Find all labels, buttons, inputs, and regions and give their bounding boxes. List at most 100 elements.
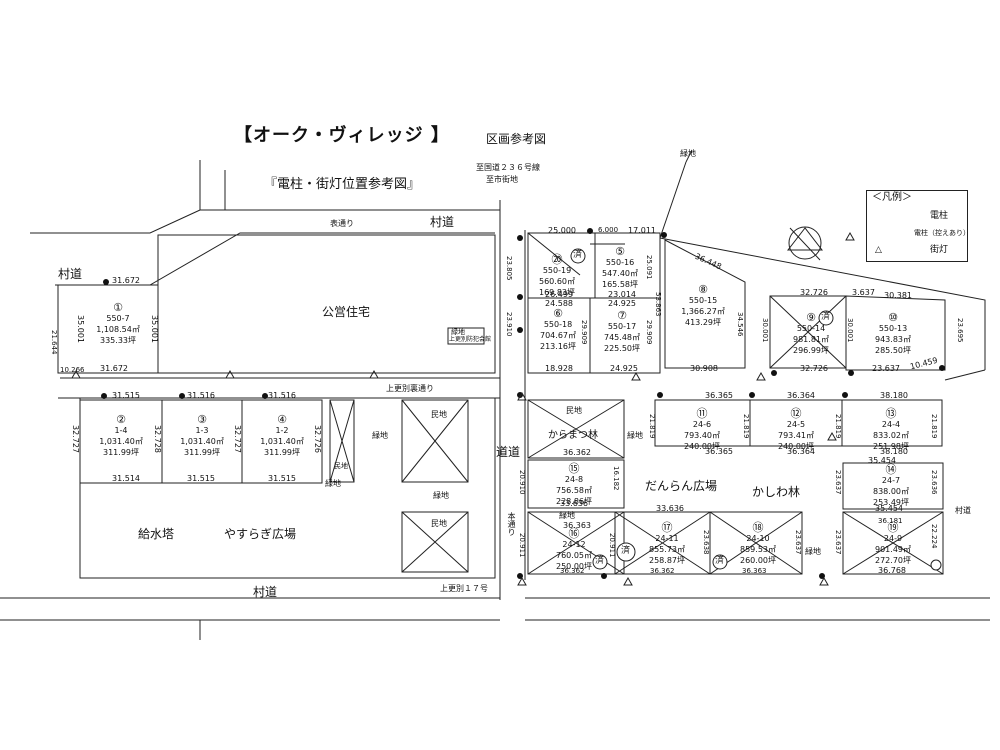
dim: 24.925 bbox=[610, 364, 638, 373]
lot-tsubo: 240.00坪 bbox=[684, 442, 720, 451]
lot-8-parcel bbox=[664, 239, 746, 369]
lot-tsubo: 225.50坪 bbox=[604, 344, 640, 353]
dim: 38.180 bbox=[880, 391, 908, 400]
lot-code: 24-4 bbox=[881, 420, 901, 429]
lot-code: 1-2 bbox=[275, 426, 289, 435]
lot-number: ⑦ bbox=[617, 309, 627, 322]
dim: 36.364 bbox=[787, 447, 815, 456]
dim: 21.819 bbox=[930, 414, 938, 439]
dim: 38.180 bbox=[880, 447, 908, 456]
lot-tsubo: 213.16坪 bbox=[540, 342, 576, 351]
dim: 35.001 bbox=[76, 315, 85, 343]
dim: 34.546 bbox=[736, 312, 744, 337]
sold-marks bbox=[570, 248, 942, 571]
place-ryokuchi-3: 緑地 bbox=[433, 491, 449, 500]
dim: 30.001 bbox=[846, 318, 854, 343]
lot-area: 793.41㎡ bbox=[778, 431, 814, 440]
lot-area: 855.73㎡ bbox=[649, 545, 685, 554]
lot-area: 745.48㎡ bbox=[604, 333, 640, 342]
lot-number: ⑯ bbox=[568, 527, 580, 540]
dim: 31.516 bbox=[268, 391, 296, 400]
dim: 24.925 bbox=[608, 299, 636, 308]
place-koei: 公営住宅 bbox=[322, 305, 371, 319]
page-title: 【オーク・ヴィレッジ 】 bbox=[234, 125, 450, 146]
dim: 36.363 bbox=[742, 567, 767, 575]
lot-code: 24-6 bbox=[692, 420, 712, 429]
lot-number: ⑪ bbox=[696, 407, 708, 420]
lot-tsubo: 272.70坪 bbox=[875, 556, 911, 565]
lot-area: 1,031.40㎡ bbox=[260, 437, 304, 446]
dim: 25.091 bbox=[645, 255, 653, 280]
lot-code: 24-10 bbox=[746, 534, 770, 543]
dim: 20.910 bbox=[518, 470, 526, 495]
page-subtitle: 区画参考図 bbox=[486, 132, 547, 146]
lot-area: 793.40㎡ bbox=[684, 431, 720, 440]
street-lamps bbox=[71, 231, 883, 586]
street-dodo: 道道 bbox=[496, 445, 521, 459]
dim: 36.768 bbox=[878, 566, 906, 575]
lot-area: 1,031.40㎡ bbox=[180, 437, 224, 446]
dim: 35.001 bbox=[150, 315, 159, 343]
place-minchi-2: 民地 bbox=[431, 519, 447, 528]
dim: 30.001 bbox=[761, 318, 769, 343]
dim: 23.637 bbox=[872, 364, 900, 373]
minchi-box-2 bbox=[401, 511, 469, 573]
lot-tsubo: 335.33坪 bbox=[100, 336, 136, 345]
lot-tsubo: 250.00坪 bbox=[556, 562, 592, 571]
street-son-right: 村道 bbox=[955, 506, 971, 515]
place-ryokuchi-1: 緑地 bbox=[372, 431, 388, 440]
dim: 35.454 bbox=[868, 456, 896, 465]
dim: 36.364 bbox=[787, 391, 815, 400]
lot-area: 560.60㎡ bbox=[539, 277, 575, 286]
road-edge bbox=[659, 237, 986, 370]
dim: 31.515 bbox=[268, 474, 296, 483]
dim: 30.381 bbox=[884, 291, 912, 300]
dim: 16.182 bbox=[612, 466, 620, 491]
lot-tsubo: 311.99坪 bbox=[264, 448, 300, 457]
lot-number: ⑮ bbox=[568, 462, 580, 475]
dim: 23.638 bbox=[702, 530, 710, 555]
minchi-box-3 bbox=[527, 399, 625, 459]
dim: 23.637 bbox=[834, 470, 842, 495]
lot-area: 547.40㎡ bbox=[602, 269, 638, 278]
lot-code: 550-7 bbox=[106, 314, 130, 323]
north-note-2: 至市街地 bbox=[486, 175, 518, 184]
lot-tsubo: 296.99坪 bbox=[793, 346, 829, 355]
dim: 53.863 bbox=[654, 292, 662, 317]
lot-code: 1-4 bbox=[114, 426, 128, 435]
lot-tsubo: 311.99坪 bbox=[184, 448, 220, 457]
dim: 31.515 bbox=[112, 391, 140, 400]
lot-area: 981.81㎡ bbox=[793, 335, 829, 344]
lot-number: ⑬ bbox=[885, 407, 897, 420]
dim: 26.499 bbox=[545, 290, 573, 299]
lot-tsubo: 285.50坪 bbox=[875, 346, 911, 355]
legend-item-pole: 電柱 bbox=[930, 211, 949, 221]
kamisara-box-line1: 緑地 bbox=[451, 328, 465, 336]
road-edge bbox=[30, 209, 201, 234]
legend-heading: ＜凡例＞ bbox=[872, 192, 912, 203]
sold-mark: 済 bbox=[715, 556, 725, 566]
dim: 32.727 bbox=[71, 425, 80, 453]
dim: 23.637 bbox=[794, 530, 802, 555]
dim: 29.909 bbox=[645, 320, 653, 345]
lot-area: 838.00㎡ bbox=[873, 487, 909, 496]
lot-tsubo: 251.98坪 bbox=[873, 442, 909, 451]
dim: 3.637 bbox=[852, 288, 875, 297]
dim: 31.514 bbox=[112, 474, 140, 483]
lot-tsubo: 240.00坪 bbox=[778, 442, 814, 451]
lot-number: ⑱ bbox=[752, 521, 764, 534]
dim: 23.014 bbox=[608, 290, 636, 299]
dim: 23.636 bbox=[930, 470, 938, 495]
lot-tsubo: 311.99坪 bbox=[103, 448, 139, 457]
